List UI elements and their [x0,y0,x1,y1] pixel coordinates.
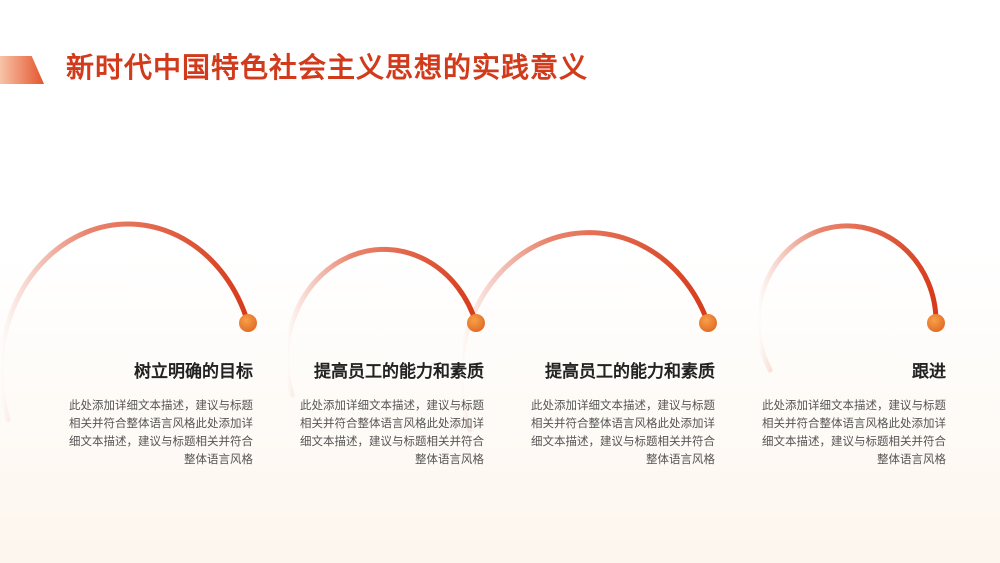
timeline-dot-1 [239,314,257,332]
step-description: 此处添加详细文本描述，建议与标题相关并符合整体语言风格此处添加详细文本描述，建议… [531,398,715,466]
timeline-dot-4 [927,314,945,332]
timeline-dot-3 [699,314,717,332]
step-heading: 跟进 [912,362,946,382]
arc-1 [0,221,251,423]
step-2: 提高员工的能力和素质 此处添加详细文本描述，建议与标题相关并符合整体语言风格此处… [294,360,484,468]
step-heading: 树立明确的目标 [134,362,253,382]
arc-2 [284,246,479,398]
step-heading: 提高员工的能力和素质 [545,362,715,382]
page-title: 新时代中国特色社会主义思想的实践意义 [66,51,589,84]
arc-3 [458,230,711,433]
step-1: 树立明确的目标 此处添加详细文本描述，建议与标题相关并符合整体语言风格此处添加详… [63,360,253,468]
step-4: 跟进 此处添加详细文本描述，建议与标题相关并符合整体语言风格此处添加详细文本描述… [756,360,946,468]
step-description: 此处添加详细文本描述，建议与标题相关并符合整体语言风格此处添加详细文本描述，建议… [300,398,484,466]
arc-4 [755,223,939,373]
step-3: 提高员工的能力和素质 此处添加详细文本描述，建议与标题相关并符合整体语言风格此处… [525,360,715,468]
step-description: 此处添加详细文本描述，建议与标题相关并符合整体语言风格此处添加详细文本描述，建议… [69,398,253,466]
step-description: 此处添加详细文本描述，建议与标题相关并符合整体语言风格此处添加详细文本描述，建议… [762,398,946,466]
step-heading: 提高员工的能力和素质 [314,362,484,382]
timeline-dot-2 [467,314,485,332]
